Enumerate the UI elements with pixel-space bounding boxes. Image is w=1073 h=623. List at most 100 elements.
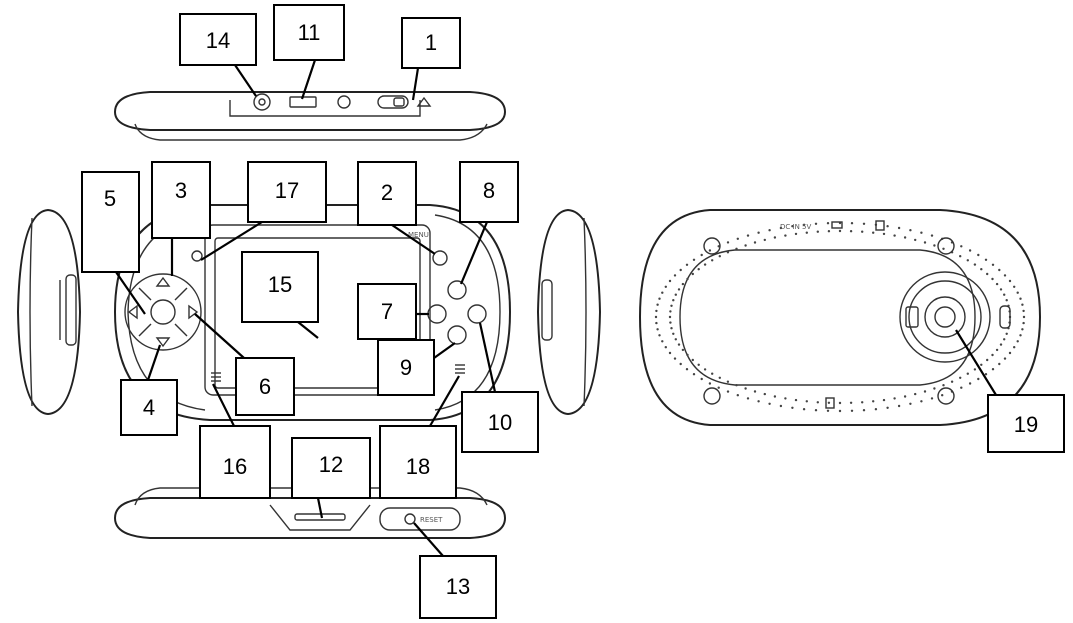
speaker-dot <box>681 348 685 352</box>
speaker-dot <box>838 409 842 413</box>
left-side-view <box>16 208 82 416</box>
camera-housing <box>899 271 991 363</box>
speaker-dot <box>861 230 864 233</box>
speaker-dot <box>1013 346 1016 349</box>
svg-text:5: 5 <box>104 186 116 211</box>
speaker-dot <box>703 368 707 371</box>
speaker-dot <box>903 395 907 398</box>
speaker-dot <box>679 268 682 272</box>
right-arrow-icon <box>188 304 199 320</box>
speaker-dot <box>1003 338 1006 341</box>
speaker-dot <box>1016 340 1019 343</box>
speaker-dot <box>746 234 750 237</box>
speaker-dot <box>897 226 901 230</box>
speaker-dot <box>849 230 853 233</box>
bottom-edge-view: RESET <box>113 487 507 539</box>
svg-text:14: 14 <box>206 28 230 53</box>
speaker-dot <box>669 321 672 324</box>
speaker-dot <box>691 272 694 276</box>
speaker-dot <box>1003 274 1007 277</box>
speaker-dot <box>991 368 995 371</box>
speaker-dot <box>1003 357 1007 360</box>
speaker-dot <box>914 238 917 242</box>
speaker-dot <box>763 238 766 242</box>
speaker-dot <box>658 334 661 337</box>
speaker-dot <box>711 259 714 262</box>
speaker-dot <box>850 409 854 412</box>
speaker-dot <box>670 327 673 330</box>
speaker-dot <box>656 328 659 331</box>
speaker-dot <box>669 310 672 313</box>
speaker-dot <box>686 277 689 281</box>
speaker-dot <box>827 230 831 233</box>
leader-lines <box>115 59 997 557</box>
down-arrow-icon <box>155 337 171 348</box>
speaker-dot <box>816 401 819 404</box>
top-edge-view <box>113 91 507 141</box>
speaker-dot <box>1019 297 1022 300</box>
speaker-dot <box>862 409 866 412</box>
speaker-dot <box>814 409 818 412</box>
speaker-dot <box>930 397 934 400</box>
dc-in-text: DC IN 5V <box>780 223 811 231</box>
speaker-dot <box>1013 285 1016 288</box>
speaker-dot <box>966 259 969 262</box>
speaker-dot <box>920 231 923 234</box>
svg-text:2: 2 <box>381 180 393 205</box>
back-card-mark-icon <box>825 397 835 409</box>
speaker-dot <box>805 231 808 234</box>
speaker-dot <box>697 268 700 271</box>
speaker-dot <box>942 384 945 387</box>
speaker-dot <box>826 222 830 225</box>
speaker-dot <box>886 406 889 409</box>
speaker-dot <box>757 400 760 403</box>
up-arrow-icon <box>155 276 171 287</box>
speaker-dot <box>1022 321 1025 325</box>
speaker-dot <box>923 241 927 244</box>
speaker-dot <box>668 279 672 283</box>
speaker-dot <box>984 258 988 261</box>
power-slider-icon <box>377 95 409 109</box>
speaker-dot <box>736 394 739 397</box>
svg-text:13: 13 <box>446 574 470 599</box>
label-19: 19 <box>987 394 1065 453</box>
label-5: 5 <box>81 171 140 273</box>
menu-text: MENU <box>408 231 429 239</box>
speaker-dot <box>718 255 721 258</box>
speaker-dot <box>654 315 658 319</box>
svg-text:11: 11 <box>298 20 321 45</box>
reset-text: RESET <box>420 516 443 524</box>
speaker-dot <box>685 263 689 266</box>
speaker-dot <box>959 376 962 379</box>
speaker-dot <box>933 244 936 247</box>
speaker-dot <box>753 390 757 393</box>
action-button-bottom-icon <box>447 325 467 345</box>
svg-text:19: 19 <box>1014 412 1038 437</box>
speaker-dot <box>984 373 988 376</box>
headphone-jack-icon <box>253 93 271 111</box>
back-view: DC IN 5V <box>638 209 1042 426</box>
speaker-dot <box>679 362 682 366</box>
speaker-dot <box>697 363 700 366</box>
card-slot-icon <box>294 513 346 521</box>
speaker-dot <box>664 285 667 288</box>
speaker-dot <box>980 363 983 366</box>
speaker-dot <box>802 408 806 411</box>
speaker-left-icon <box>211 372 221 382</box>
speaker-dot <box>973 368 977 371</box>
ok-button-icon <box>150 299 176 325</box>
speaker-dot <box>726 390 730 393</box>
svg-text:6: 6 <box>259 374 271 399</box>
speaker-dot <box>920 400 923 403</box>
speaker-dot <box>882 398 886 402</box>
speaker-dot <box>1021 328 1024 331</box>
label-18: 18 <box>379 425 457 499</box>
label-1: 1 <box>401 17 461 69</box>
speaker-dot <box>923 390 927 393</box>
speaker-dot <box>791 406 794 409</box>
speaker-dot <box>672 299 675 302</box>
label-9: 9 <box>377 339 435 396</box>
speaker-dot <box>816 230 819 233</box>
speaker-dot <box>941 394 944 397</box>
